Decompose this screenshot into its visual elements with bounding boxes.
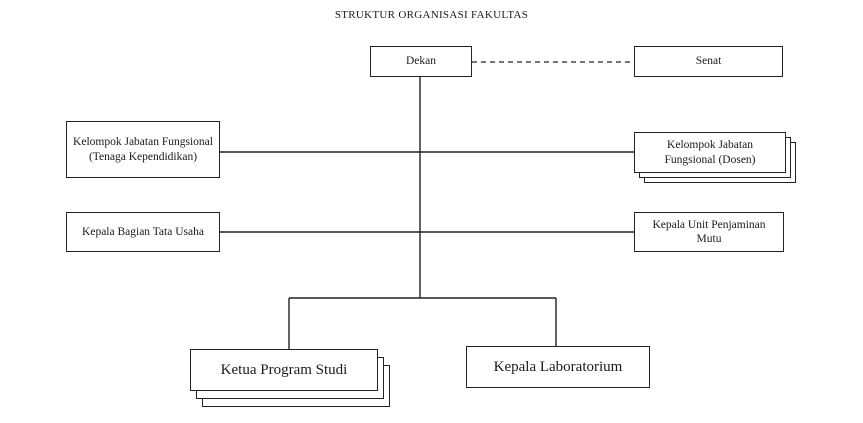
node-dekan: Dekan <box>370 46 472 77</box>
node-kaprodi: Ketua Program Studi <box>190 349 378 391</box>
node-kjf-tendik: Kelompok Jabatan Fungsional (Tenaga Kepe… <box>66 121 220 178</box>
node-senat: Senat <box>634 46 783 77</box>
node-kabag-tu: Kepala Bagian Tata Usaha <box>66 212 220 252</box>
node-kepala-upm: Kepala Unit Penjaminan Mutu <box>634 212 784 252</box>
node-kalab: Kepala Laboratorium <box>466 346 650 388</box>
node-kjf-dosen: Kelompok Jabatan Fungsional (Dosen) <box>634 132 786 173</box>
chart-title: STRUKTUR ORGANISASI FAKULTAS <box>334 9 529 21</box>
